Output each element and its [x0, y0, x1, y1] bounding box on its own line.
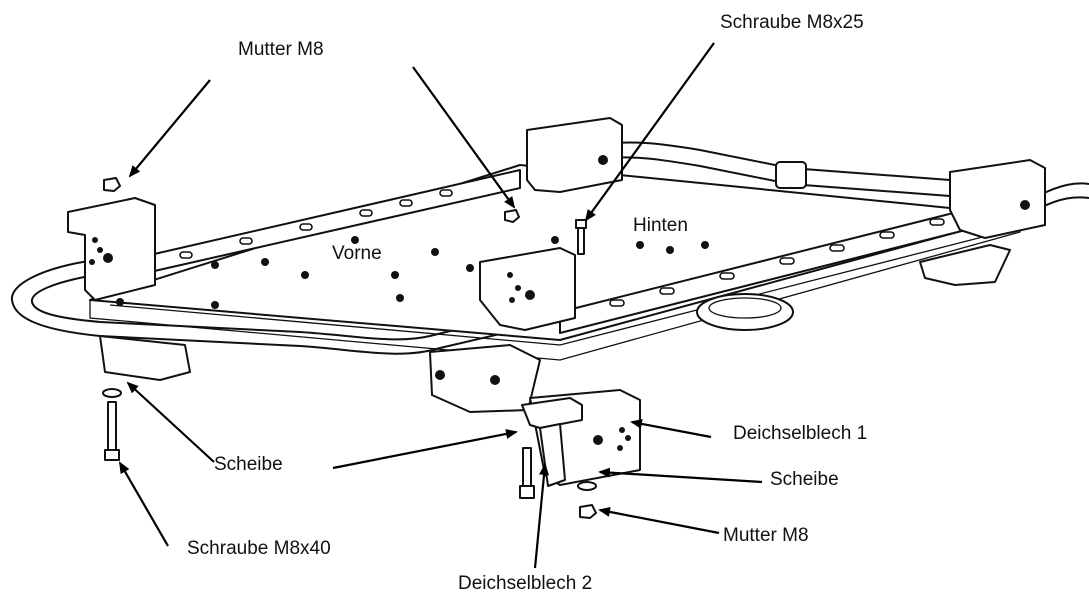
hitch-cup	[696, 293, 794, 331]
label-scheibe-left: Scheibe	[214, 454, 283, 475]
label-vorne: Vorne	[332, 243, 382, 264]
nut-bottom	[579, 504, 597, 519]
tube-coupler	[775, 161, 807, 189]
nut-top	[103, 177, 121, 192]
label-schraube-m8x40: Schraube M8x40	[187, 538, 331, 559]
bolt-m8x25	[575, 219, 587, 255]
bracket-rear-right	[949, 159, 1046, 239]
label-hinten: Hinten	[633, 215, 688, 236]
label-schraube-m8x25: Schraube M8x25	[720, 12, 864, 33]
label-mutter-m8-bottom: Mutter M8	[723, 525, 809, 546]
washer-right	[577, 481, 597, 491]
bracket-under-right	[429, 344, 541, 413]
bracket-rear-left	[526, 117, 623, 193]
bolt-drawbar	[519, 447, 535, 499]
leader-arrows	[118, 42, 763, 569]
bracket-under-rear	[919, 244, 1011, 286]
label-mutter-m8-top: Mutter M8	[238, 39, 324, 60]
bracket-center	[479, 247, 576, 331]
label-deichselblech-1: Deichselblech 1	[733, 423, 868, 444]
bolt-m8x40	[104, 401, 120, 461]
bracket-front-left	[67, 197, 156, 301]
label-deichselblech-2: Deichselblech 2	[458, 573, 593, 594]
bracket-under-left	[99, 335, 191, 381]
label-scheibe-right: Scheibe	[770, 469, 839, 490]
washer-left	[102, 388, 122, 398]
nut-platform	[504, 209, 520, 223]
